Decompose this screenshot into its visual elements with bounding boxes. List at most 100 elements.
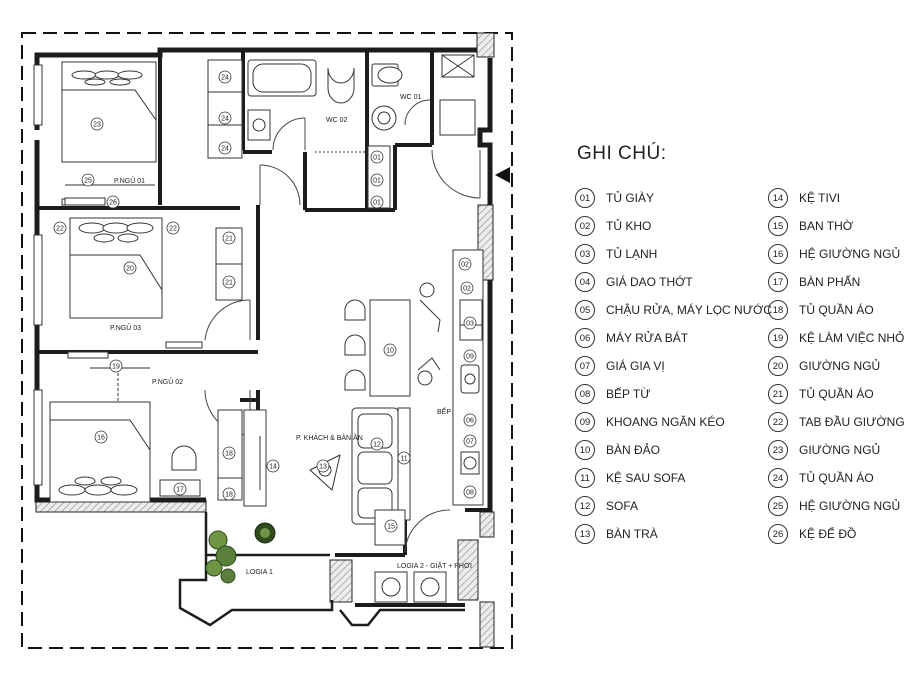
legend-number: 21	[768, 384, 788, 404]
legend-number: 08	[575, 384, 595, 404]
tag-23: 23	[90, 117, 104, 131]
room-labels: P.NGỦ 01 P.NGỦ 03 P.NGỦ 02 WC 02 WC 01 P…	[110, 94, 472, 576]
room-label-wc1: WC 01	[400, 94, 422, 101]
tag-01b: 01	[370, 173, 384, 187]
svg-text:22: 22	[169, 226, 177, 233]
legend-label: TỦ KHO	[606, 219, 652, 233]
svg-text:24: 24	[221, 116, 229, 123]
tag-19: 19	[109, 359, 123, 373]
tag-06: 06	[463, 413, 477, 427]
legend-item: 12 SOFA	[575, 492, 772, 520]
legend-number: 06	[575, 328, 595, 348]
kitchen-island	[344, 299, 411, 397]
legend-item: 10 BÀN ĐẢO	[575, 436, 772, 464]
logia-2-appliances	[374, 571, 447, 603]
tag-01c: 01	[370, 195, 384, 209]
site-boundary	[21, 32, 513, 649]
legend-label: BÀN ĐẢO	[606, 443, 661, 457]
room-label-logia2: LOGIA 2 - GIẶT + PHƠI	[397, 561, 472, 570]
room-label-bed1: P.NGỦ 01	[114, 176, 145, 185]
legend-item: 07 GIÁ GIA VỊ	[575, 352, 772, 380]
legend-label: GIƯỜNG NGỦ	[799, 443, 881, 457]
legend-number: 07	[575, 356, 595, 376]
legend-label: SOFA	[606, 499, 639, 513]
tag-01a: 01	[370, 150, 384, 164]
legend-number: 16	[768, 244, 788, 264]
tag-08: 08	[463, 485, 477, 499]
legend-number: 12	[575, 496, 595, 516]
tag-24b: 24	[218, 111, 232, 125]
tag-26: 26	[106, 195, 120, 209]
svg-text:06: 06	[466, 418, 474, 425]
svg-text:15: 15	[387, 524, 395, 531]
tag-20: 20	[123, 261, 137, 275]
legend-number: 03	[575, 244, 595, 264]
windows	[33, 64, 203, 486]
tag-18b: 18	[222, 487, 236, 501]
svg-text:20: 20	[126, 266, 134, 273]
room-label-bed2: P.NGỦ 02	[152, 377, 183, 386]
svg-text:23: 23	[93, 122, 101, 129]
svg-text:01: 01	[373, 178, 381, 185]
tag-24c: 24	[218, 141, 232, 155]
legend-label: KHOANG NGĂN KÉO	[606, 415, 725, 429]
svg-text:18: 18	[225, 451, 233, 458]
svg-text:07: 07	[466, 439, 474, 446]
svg-text:24: 24	[221, 146, 229, 153]
legend-label: GIÁ GIA VỊ	[606, 359, 665, 373]
bed-02	[49, 367, 243, 503]
bed-03	[69, 217, 243, 319]
svg-text:02: 02	[463, 286, 471, 293]
tag-25: 25	[81, 173, 95, 187]
legend-item: 21 TỦ QUẦN ÁO	[768, 380, 905, 408]
legend-number: 11	[575, 468, 595, 488]
legend-label: BAN THỜ	[799, 219, 854, 233]
tag-22a: 22	[53, 221, 67, 235]
svg-text:11: 11	[400, 456, 407, 463]
legend-item: 11 KỆ SAU SOFA	[575, 464, 772, 492]
legend-number: 18	[768, 300, 788, 320]
tag-11: 11	[397, 451, 411, 465]
legend-label: KỆ SAU SOFA	[606, 471, 686, 485]
legend-number: 25	[768, 496, 788, 516]
tag-21a: 21	[222, 231, 236, 245]
legend-label: TỦ QUẦN ÁO	[799, 387, 874, 401]
svg-text:18: 18	[225, 492, 233, 499]
legend-label: BÀN PHẤN	[799, 275, 861, 289]
legend-label: KỆ ĐỂ ĐỒ	[799, 527, 857, 541]
legend-number: 05	[575, 300, 595, 320]
door-swings	[204, 99, 481, 553]
svg-text:26: 26	[109, 200, 117, 207]
legend-number: 01	[575, 188, 595, 208]
tag-14: 14	[266, 459, 280, 473]
tag-18a: 18	[222, 446, 236, 460]
legend-number: 22	[768, 412, 788, 432]
legend-title: GHI CHÚ:	[577, 143, 667, 164]
legend-label: KỆ TIVI	[799, 191, 841, 205]
legend-label: GIÁ DAO THỚT	[606, 275, 693, 289]
svg-text:09: 09	[466, 354, 474, 361]
legend-number: 10	[575, 440, 595, 460]
tag-02b: 02	[460, 281, 474, 295]
legend-label: TỦ LẠNH	[606, 247, 658, 261]
bed-01	[61, 61, 157, 206]
legend-number: 02	[575, 216, 595, 236]
tag-09: 09	[463, 349, 477, 363]
legend-number: 24	[768, 468, 788, 488]
svg-text:16: 16	[97, 435, 105, 442]
